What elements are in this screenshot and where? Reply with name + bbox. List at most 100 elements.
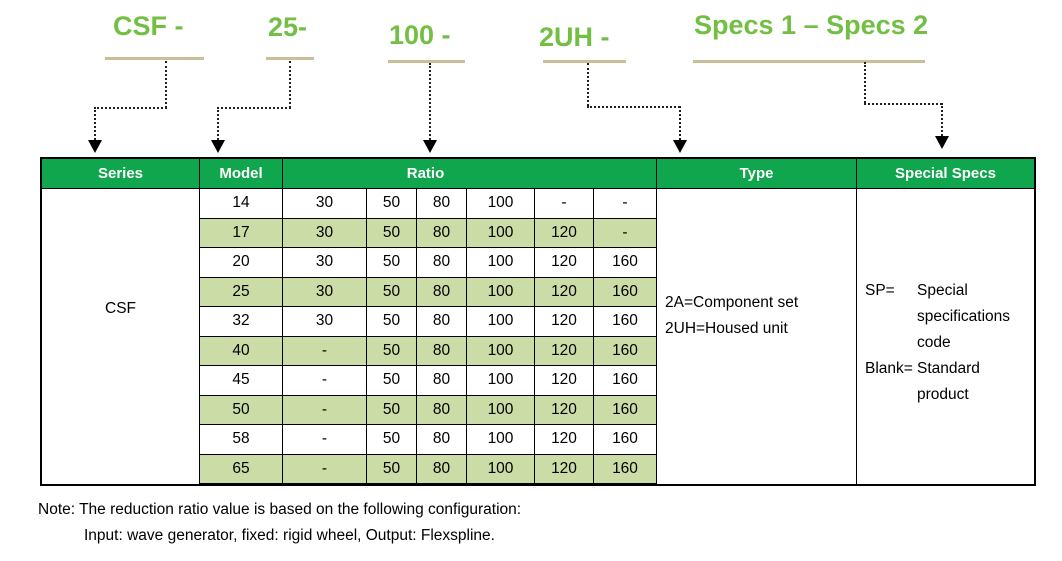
ratio-header-label: Ratio (406, 165, 445, 182)
type-arrow-segment (587, 106, 680, 108)
code-part-series-label: CSF - (113, 11, 184, 41)
underline-ratio (388, 60, 465, 63)
ratio-cell: 50 (367, 248, 417, 278)
code-part-ratio-label: 100 - (389, 20, 451, 50)
series-arrow-segment (94, 107, 96, 140)
ratio-cell: 160 (594, 336, 657, 366)
underline-type (543, 60, 626, 63)
ratio-cell: - (594, 189, 657, 219)
ratio-cell: 50 (367, 307, 417, 337)
type-legend-line: 2A=Component set (665, 293, 799, 311)
ratio-cell: 120 (535, 395, 594, 425)
ratio-cell: 80 (417, 277, 467, 307)
series-value: CSF (105, 299, 136, 317)
special-specs-text: Standard (917, 359, 980, 377)
series-value-cell: CSF (42, 189, 200, 484)
ratio-cell: 50 (367, 189, 417, 219)
special-specs-key: Blank= (865, 359, 913, 377)
ratio-cell: - (283, 454, 367, 484)
type-legend-line: 2UH=Housed unit (665, 319, 788, 337)
col-header-special-specs: Special Specs (857, 159, 1034, 189)
special-specs-key: SP= (865, 281, 895, 299)
col-header-ratio: Ratio (283, 159, 657, 189)
specs-arrow-segment (864, 62, 866, 103)
ratio-cell: 160 (594, 395, 657, 425)
ratio-cell: 160 (594, 366, 657, 396)
special-specs-legend-cell: SP=Special specifications code Blank=Sta… (857, 189, 1034, 484)
col-header-model: Model (200, 159, 283, 189)
ratio-cell: 80 (417, 454, 467, 484)
specs-arrow-segment (864, 103, 942, 105)
ratio-cell: 80 (417, 248, 467, 278)
ratio-cell: 30 (283, 277, 367, 307)
special-specs-line: SP= Special (865, 278, 968, 304)
ratio-cell: 50 (367, 277, 417, 307)
special-specs-text: Special (917, 281, 968, 299)
ratio-arrow-down-icon (423, 140, 437, 153)
ratio-cell: 50 (367, 336, 417, 366)
model-cell: 32 (200, 307, 283, 337)
ratio-cell: 100 (467, 425, 535, 455)
ratio-cell: 100 (467, 277, 535, 307)
type-arrow-down-icon (673, 140, 687, 153)
ratio-cell: 120 (535, 277, 594, 307)
col-header-type: Type (657, 159, 857, 189)
special-specs-key (865, 382, 917, 408)
model-cell: 58 (200, 425, 283, 455)
ratio-cell: 160 (594, 248, 657, 278)
type-arrow-segment (587, 63, 589, 106)
ratio-cell: 100 (467, 307, 535, 337)
ratio-cell: 100 (467, 218, 535, 248)
type-legend-cell: 2A=Component set 2UH=Housed unit (657, 189, 857, 484)
specs-arrow-down-icon (935, 136, 949, 149)
special-specs-line: Blank=Standard (865, 356, 980, 382)
model-cell: 50 (200, 395, 283, 425)
ratio-cell: 160 (594, 277, 657, 307)
ratio-cell: 160 (594, 454, 657, 484)
ratio-cell: - (283, 395, 367, 425)
ratio-cell: 80 (417, 189, 467, 219)
ratio-cell: 120 (535, 425, 594, 455)
series-arrow-segment (94, 107, 167, 109)
ratio-cell: 30 (283, 189, 367, 219)
ratio-cell: - (283, 425, 367, 455)
ratio-cell: 80 (417, 336, 467, 366)
underline-specs (693, 60, 925, 63)
model-cell: 17 (200, 218, 283, 248)
ratio-cell: 100 (467, 336, 535, 366)
ratio-cell: - (594, 218, 657, 248)
ratio-cell: 160 (594, 307, 657, 337)
ratio-cell: 100 (467, 454, 535, 484)
ratio-cell: 50 (367, 366, 417, 396)
ratio-cell: 100 (467, 366, 535, 396)
model-cell: 20 (200, 248, 283, 278)
special-specs-text: product (917, 385, 969, 403)
ratio-cell: 30 (283, 248, 367, 278)
type-arrow-segment (679, 106, 681, 140)
special-specs-line: product (865, 382, 969, 408)
ratio-cell: 120 (535, 218, 594, 248)
specs-arrow-segment (941, 103, 943, 136)
special-specs-line: code (865, 330, 951, 356)
ratio-cell: 100 (467, 189, 535, 219)
ratio-cell: - (535, 189, 594, 219)
model-cell: 65 (200, 454, 283, 484)
model-cell: 14 (200, 189, 283, 219)
ratio-cell: 80 (417, 395, 467, 425)
ratio-cell: 100 (467, 248, 535, 278)
note-line-2: Input: wave generator, fixed: rigid whee… (84, 527, 495, 544)
note-line-1: Note: The reduction ratio value is based… (38, 501, 522, 518)
ratio-cell: 160 (594, 425, 657, 455)
model-arrow-segment (217, 107, 219, 140)
ratio-cell: 80 (417, 425, 467, 455)
model-cell: 45 (200, 366, 283, 396)
model-arrow-segment (289, 61, 291, 108)
ratio-cell: 80 (417, 218, 467, 248)
ratio-cell: - (283, 366, 367, 396)
underline-series (105, 57, 204, 60)
model-cell: 40 (200, 336, 283, 366)
code-part-model-label: 25- (268, 12, 308, 42)
special-specs-key (865, 304, 917, 330)
ratio-cell: 50 (367, 218, 417, 248)
model-arrow-down-icon (211, 140, 225, 153)
